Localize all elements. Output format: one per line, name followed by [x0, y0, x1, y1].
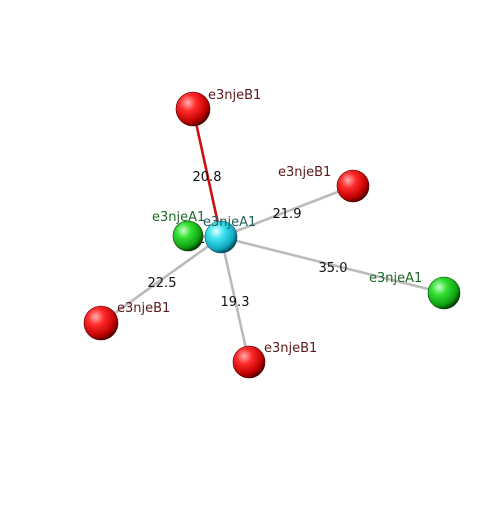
bond-4 [219, 235, 251, 364]
atom-label: e3njeB1 [278, 165, 331, 180]
atom-labels: e3njeB1 e3njeB1 e3njeA1 e3njeB1 e3njeB1 … [117, 88, 422, 356]
bond-distance-label: 20.8 [193, 170, 222, 185]
atom-label: e3njeA1 [369, 271, 422, 286]
atom-label: e3njeB1 [208, 88, 261, 103]
bond-labels: 20.8 21.9 35.0 19.3 22.5 21 [148, 170, 348, 310]
center-atom [204, 220, 238, 254]
bond-distance-label: 21.9 [273, 207, 302, 222]
atom-4 [232, 345, 266, 379]
atom-1 [175, 91, 211, 127]
center-atom-label: e3njeA1 [203, 215, 256, 230]
atoms [83, 91, 461, 379]
bond-1 [191, 107, 223, 239]
bond-2 [219, 184, 355, 239]
bond-3 [219, 235, 446, 295]
atom-3 [427, 276, 461, 310]
atom-6 [172, 220, 204, 252]
bond-5 [99, 235, 223, 325]
atom-2 [336, 169, 370, 203]
bond-distance-label: 22.5 [148, 276, 177, 291]
atom-label: e3njeA1 [152, 210, 205, 225]
bond-distance-label: 19.3 [221, 295, 250, 310]
atom-label: e3njeB1 [264, 341, 317, 356]
bond-distance-label: 35.0 [319, 261, 348, 276]
bonds [99, 107, 446, 364]
atom-5 [83, 305, 119, 341]
atom-label: e3njeB1 [117, 301, 170, 316]
